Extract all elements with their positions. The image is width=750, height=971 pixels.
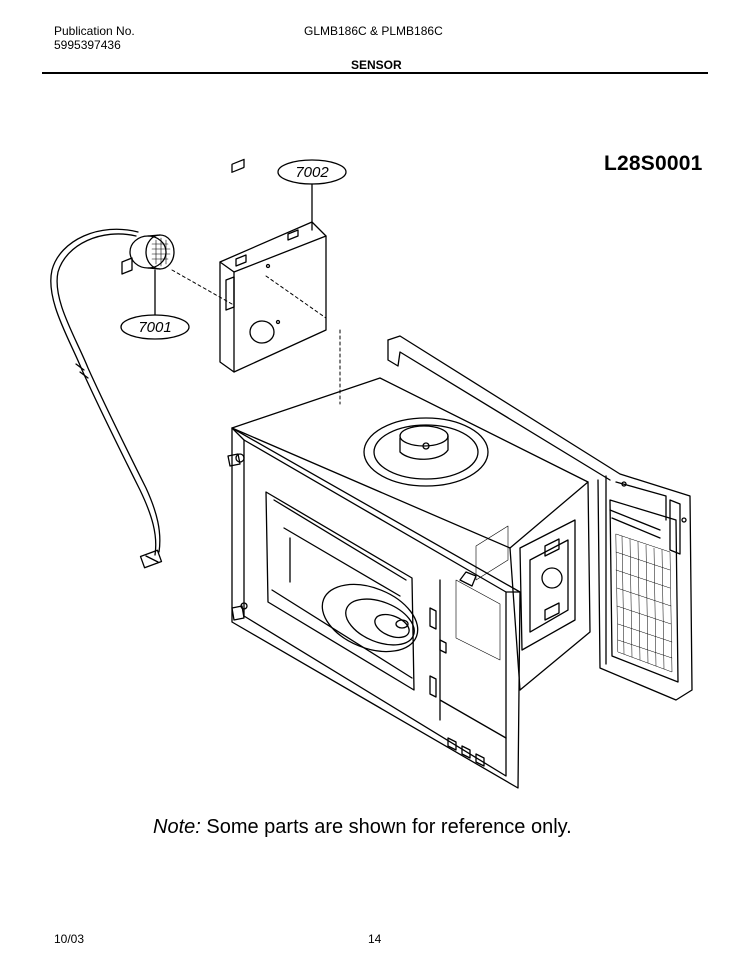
microwave-cavity <box>227 377 591 789</box>
section-title: SENSOR <box>351 58 402 72</box>
figure-code: L28S0001 <box>604 152 703 175</box>
note-prefix: Note: <box>153 816 201 838</box>
callout-7001 <box>120 269 190 340</box>
page-number: 14 <box>368 932 382 946</box>
header-divider <box>42 72 708 74</box>
footer-date: 10/03 <box>54 932 85 946</box>
reference-note: Note: Some parts are shown for reference… <box>153 816 572 839</box>
assembly-lines <box>171 269 341 405</box>
note-text: Some parts are shown for reference only. <box>206 816 572 838</box>
publication-label: Publication No. <box>54 24 135 38</box>
sensor-wire-harness <box>50 228 163 569</box>
callout-label-7002: 7002 <box>295 164 329 181</box>
callout-label-7001: 7001 <box>138 319 171 336</box>
back-panel <box>387 335 693 701</box>
humidity-sensor <box>121 234 175 275</box>
sensor-bracket <box>219 158 327 373</box>
publication-number: 5995397436 <box>54 38 121 52</box>
model-numbers: GLMB186C & PLMB186C <box>304 24 443 38</box>
